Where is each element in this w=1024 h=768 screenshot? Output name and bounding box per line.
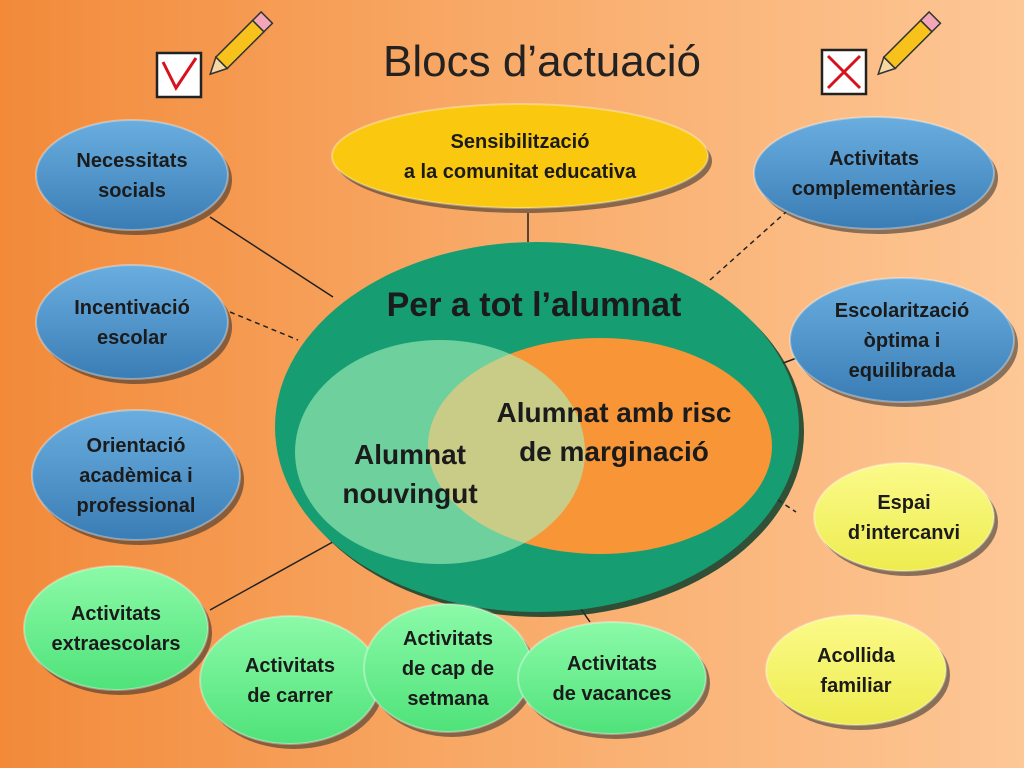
bubble-label: familiar	[820, 675, 891, 697]
bubble-shape	[789, 277, 1015, 403]
bubble-shape	[35, 264, 229, 380]
pencil-icon	[209, 10, 274, 76]
connector-line	[709, 211, 787, 281]
bubble-escolaritzacio: Escolarització òptima i equilibrada	[789, 277, 1018, 407]
bubble-shape	[35, 119, 229, 231]
bubble-label: equilibrada	[849, 360, 957, 382]
bubble-label: socials	[98, 180, 166, 202]
risk-students-label: de marginació	[519, 436, 709, 467]
bubble-vacances: Activitats de vacances	[517, 621, 710, 739]
bubble-label: Sensibilització	[451, 131, 590, 153]
connector-line	[209, 537, 341, 611]
bubble-label: de cap de	[402, 658, 494, 680]
bubble-shape	[199, 615, 381, 745]
bubble-label: extraescolars	[52, 633, 181, 655]
page-title: Blocs d’actuació	[383, 37, 701, 86]
bubble-label: Activitats	[829, 148, 919, 170]
bubble-orientacio: Orientació acadèmica i professional	[31, 409, 244, 545]
checkbox-checked-icon	[155, 51, 203, 99]
bubble-extraescolars: Activitats extraescolars	[23, 565, 212, 695]
bubble-label: òptima i	[864, 330, 941, 352]
bubble-shape	[753, 116, 995, 230]
bubble-carrer: Activitats de carrer	[199, 615, 384, 749]
bubble-sensibilitzacio: Sensibilització a la comunitat educativa	[331, 103, 712, 213]
bubble-shape	[517, 621, 707, 735]
bubble-shape	[765, 614, 947, 726]
bubble-shape	[31, 409, 241, 541]
pencil-icon	[877, 10, 942, 76]
newcomer-students-label: Alumnat	[354, 439, 466, 470]
bubble-incentivacio: Incentivació escolar	[35, 264, 232, 384]
action-blocks: Necessitats socials Sensibilització a la co…	[23, 103, 1018, 749]
newcomer-students-circle	[295, 340, 585, 564]
bubble-label: Orientació	[87, 435, 186, 457]
connector-line	[209, 216, 334, 298]
bubble-label: Acollida	[817, 645, 896, 667]
bubble-label: escolar	[97, 327, 167, 349]
bubble-acollida: Acollida familiar	[765, 614, 950, 730]
newcomer-students-label: nouvingut	[342, 478, 477, 509]
bubble-shape	[23, 565, 209, 691]
bubble-label: Espai	[877, 492, 930, 514]
bubble-label: Activitats	[245, 655, 335, 677]
bubble-label: acadèmica i	[79, 465, 192, 487]
bubble-label: de carrer	[247, 685, 333, 707]
bubble-label: setmana	[407, 688, 489, 710]
bubble-label: Activitats	[403, 628, 493, 650]
bubble-label: Activitats	[567, 653, 657, 675]
bubble-necessitats: Necessitats socials	[35, 119, 232, 235]
connector-line	[229, 311, 299, 341]
checkbox-crossed-icon	[820, 48, 868, 96]
bubble-label: Necessitats	[76, 150, 187, 172]
bubble-label: d’intercanvi	[848, 522, 960, 544]
bubble-label: Activitats	[71, 603, 161, 625]
risk-students-label: Alumnat amb risc	[497, 397, 732, 428]
bubble-espai: Espai d’intercanvi	[813, 462, 998, 576]
bubble-setmana: Activitats de cap de setmana	[363, 603, 536, 737]
bubble-complementaries: Activitats complementàries	[753, 116, 998, 234]
all-students-label: Per a tot l’alumnat	[387, 286, 682, 324]
bubble-shape	[331, 103, 709, 209]
central-diagram	[275, 242, 804, 617]
bubble-label: de vacances	[553, 683, 672, 705]
bubble-shape	[813, 462, 995, 572]
bubble-label: Escolarització	[835, 300, 970, 322]
bubble-label: complementàries	[792, 178, 957, 200]
bubble-label: a la comunitat educativa	[404, 161, 637, 183]
bubble-label: professional	[77, 495, 196, 517]
bubble-label: Incentivació	[74, 297, 190, 319]
